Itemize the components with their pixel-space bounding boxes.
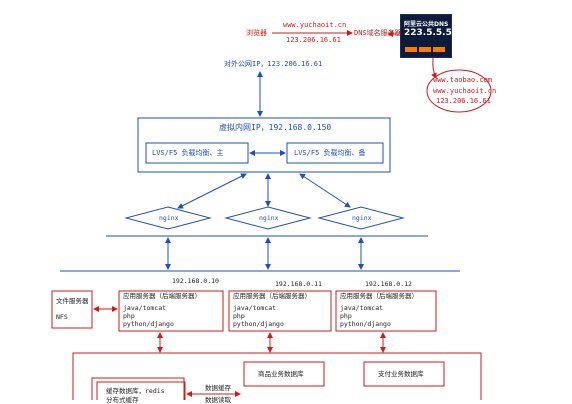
dns-server-label: DNS域名服务器 [354, 29, 402, 37]
cache-db-box [96, 381, 186, 400]
bubble-line-3: 123.206.16.61 [436, 97, 491, 105]
dns-card: 阿里云公共DNS 223.5.5.5 [400, 14, 452, 58]
app-server-box-3 [335, 290, 437, 332]
lb-backup-box [286, 142, 384, 164]
cache-db-line-1: 缓存数据库，redis [106, 387, 165, 395]
app-server-box-1 [118, 290, 224, 332]
app-stack-2b: php [233, 312, 245, 320]
app-ip-3: 192.168.0.12 [365, 280, 412, 288]
vip-title: 虚拟内网IP，192.168.0.150 [219, 123, 332, 132]
nginx-label-2: nginx [259, 214, 279, 222]
nginx-node-2 [224, 206, 312, 230]
app-stack-3b: php [340, 312, 352, 320]
payment-db-box [363, 361, 445, 387]
dns-card-button [419, 47, 431, 52]
nginx-node-3 [317, 206, 405, 230]
nginx-label-3: nginx [352, 214, 372, 222]
resolved-ip-label: 123.206.16.61 [286, 36, 341, 44]
vip-box [137, 117, 391, 173]
bubble-line-2: www.yuchaoit.cn [433, 87, 497, 95]
lb-master-box [145, 142, 249, 164]
cache-db-line-2: 分布式缓存 [106, 396, 139, 404]
lb-to-nginx3-arrow [299, 173, 351, 208]
lb-master-label: LVS/F5 负载均衡、主 [152, 149, 224, 157]
app-stack-3a: java/tomcat [340, 304, 384, 312]
dns-bubble [426, 69, 492, 113]
app-title-3: 应用服务器（后端服务器） [340, 292, 418, 300]
app-title-2: 应用服务器（后端服务器） [233, 292, 311, 300]
app-ip-2: 192.168.0.11 [275, 280, 322, 288]
dns-card-ip: 223.5.5.5 [404, 28, 452, 38]
file-server-sub: NFS [56, 313, 68, 321]
cache-db-box-back [91, 377, 185, 400]
app-stack-1a: java/tomcat [123, 304, 167, 312]
file-server-box [51, 290, 93, 329]
file-server-title: 文件服务器 [56, 297, 89, 305]
browser-label: 浏览器 [246, 29, 267, 37]
lb-backup-label: LVS/F5 负载均衡、备 [294, 149, 366, 157]
data-read-label: 数据读取 [205, 396, 231, 404]
app-stack-1b: php [123, 312, 135, 320]
dns-card-title: 阿里云公共DNS [404, 21, 449, 28]
lb-to-nginx1-arrow [177, 173, 247, 209]
app-ip-1: 192.168.0.10 [172, 277, 219, 285]
dns-card-button [405, 47, 417, 52]
nginx-node-1 [124, 206, 212, 230]
app-stack-2c: python/django [233, 320, 284, 328]
bubble-line-1: www.taobao.com [433, 76, 493, 84]
dns-card-button [433, 47, 445, 52]
app-server-box-2 [228, 290, 332, 332]
payment-db-label: 支付业务数据库 [378, 370, 424, 378]
card-to-bubble-arrow [431, 57, 437, 79]
data-cache-label: 数据缓存 [205, 384, 231, 392]
domain-label: www.yuchaoit.cn [283, 21, 347, 29]
app-stack-2a: java/tomcat [233, 304, 277, 312]
app-stack-3c: python/django [340, 320, 391, 328]
public-ip-label: 对外公网IP，123.206.16.61 [224, 60, 323, 68]
app-title-1: 应用服务器（后端服务器） [123, 292, 201, 300]
app-stack-1c: python/django [123, 320, 174, 328]
nginx-label-1: nginx [159, 214, 179, 222]
data-tier-box [72, 352, 482, 400]
product-db-box [243, 361, 325, 387]
product-db-label: 商品业务数据库 [258, 370, 304, 378]
